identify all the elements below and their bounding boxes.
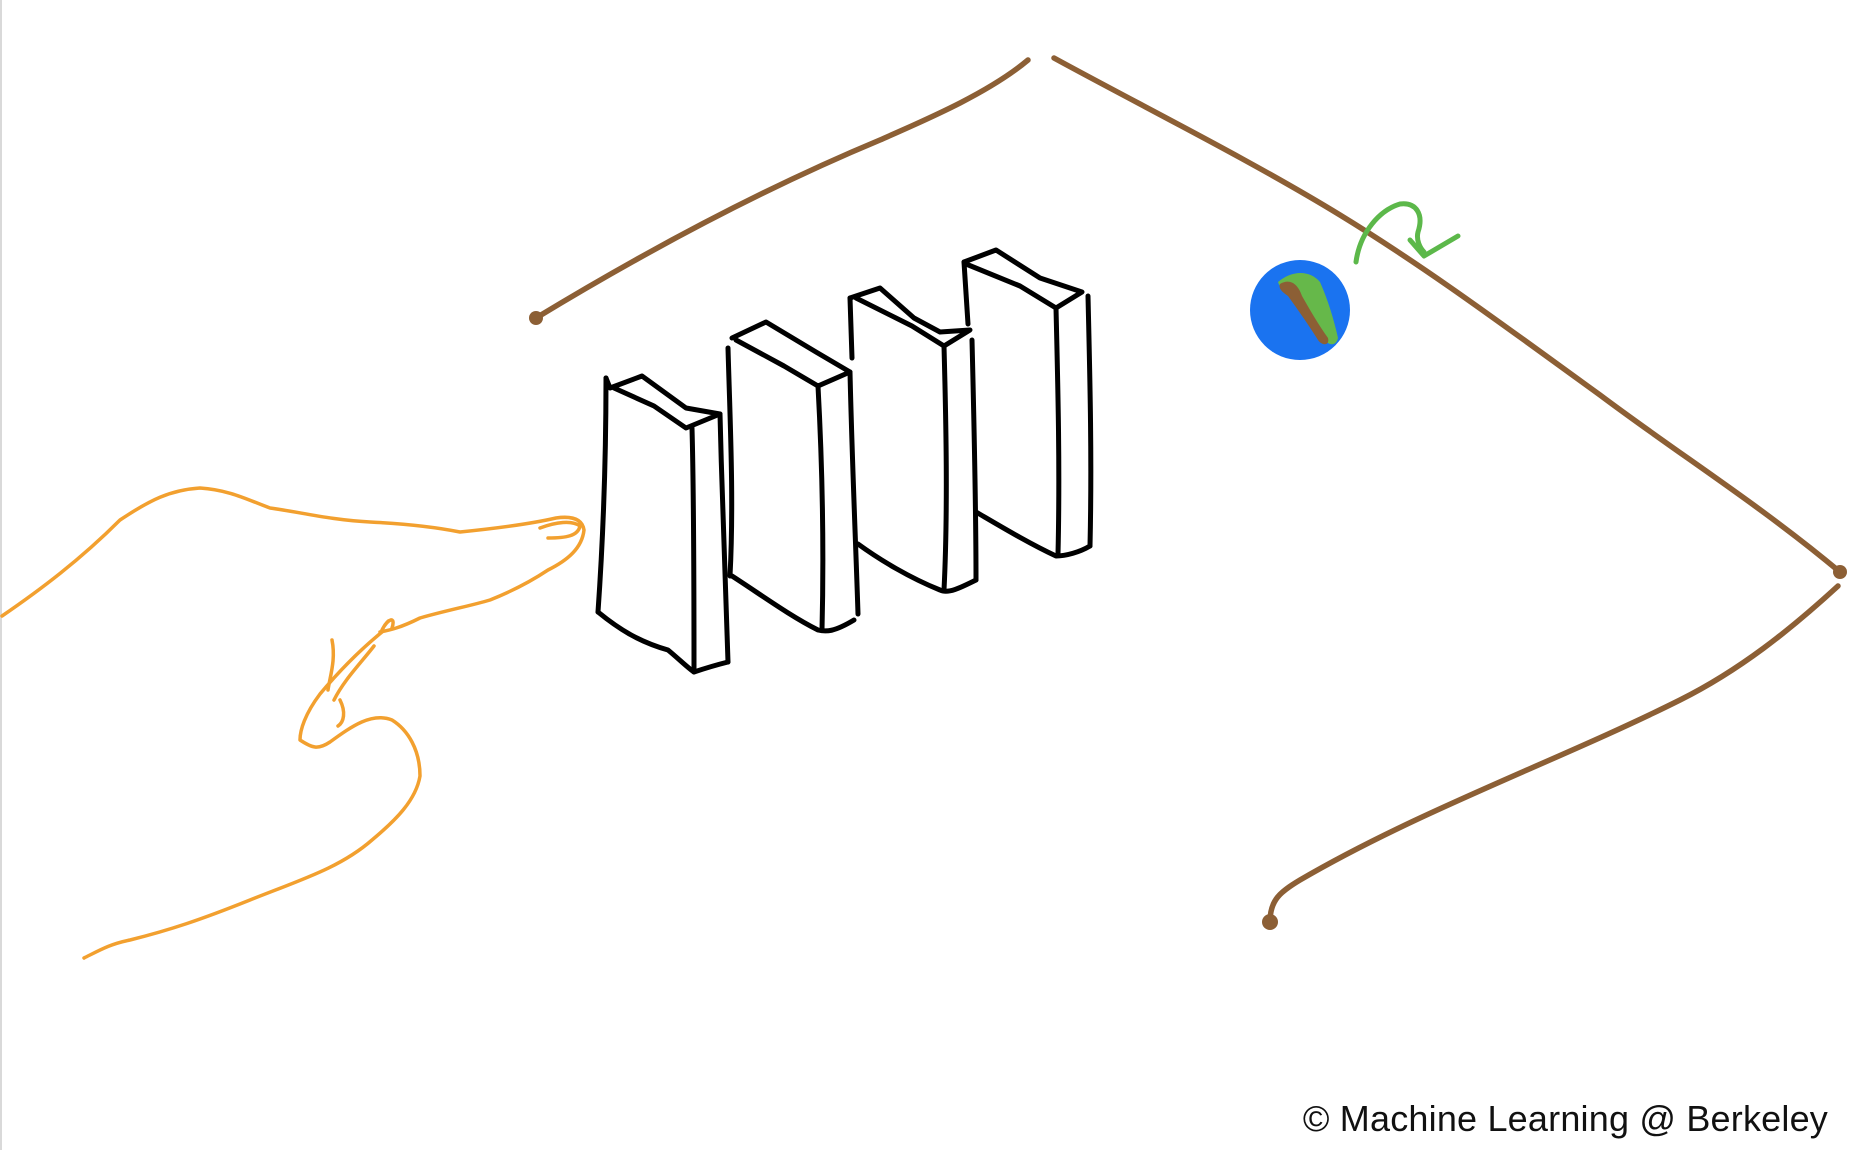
ball-soil [1279,281,1329,345]
domino-icon [595,373,731,675]
board-bottom-right-edge [1267,583,1841,925]
board-top-right-edge [1051,55,1843,575]
arrow-arc [1353,201,1427,265]
board-top-left-edge [533,57,1031,321]
board-corner-dot [529,311,543,325]
curved-arrow-icon [1353,201,1461,265]
hand-thumb-crease [326,638,336,692]
domino-icon [961,247,1094,559]
domino-row [595,247,1094,675]
hand-fingernail [538,520,582,540]
domino-icon [725,319,861,634]
hand-thumb [82,630,422,960]
board-corner-dot [1262,914,1278,930]
arrow-head [1407,233,1461,259]
earth-ball-icon [1250,260,1350,360]
canvas-left-border [0,0,2,1150]
hand-thumb-crease [332,644,376,702]
hand-knuckle-line [336,698,346,728]
domino-icon [847,285,979,594]
board-corner-dot [1833,565,1847,579]
hand-index-finger [0,486,586,634]
copyright-notice: © Machine Learning @ Berkeley [1302,1098,1828,1139]
hand-finger-tip [380,618,395,632]
board-outline [529,55,1847,930]
pointing-hand-icon [0,486,586,960]
